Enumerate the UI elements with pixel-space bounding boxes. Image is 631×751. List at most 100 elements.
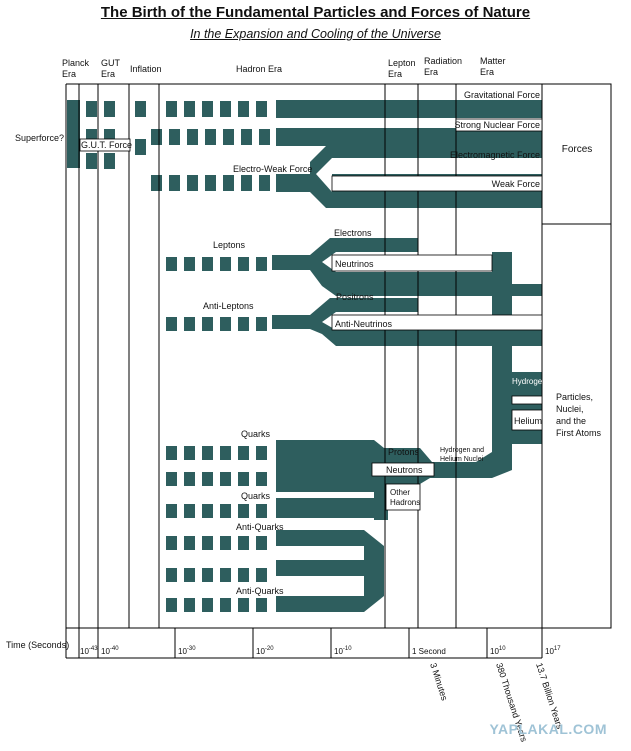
gravity-dash-seg-2 bbox=[104, 101, 115, 117]
gut-branch-seg bbox=[135, 139, 146, 155]
time-tick-1: 10-43 bbox=[80, 646, 98, 656]
electroweak-force-label: Electro-Weak Force bbox=[233, 164, 312, 174]
quark-row-4-dash-seg-3 bbox=[202, 536, 213, 550]
leptons-dash-seg-5 bbox=[238, 257, 249, 271]
superforce-bar bbox=[67, 100, 80, 168]
electroweak-dash-seg-7 bbox=[259, 175, 270, 191]
quark-row-3-dash-seg-5 bbox=[238, 504, 249, 518]
gravitational-force-band bbox=[276, 100, 542, 118]
diagram-subtitle: In the Expansion and Cooling of the Univ… bbox=[190, 27, 441, 41]
strong-force-label: Strong Nuclear Force bbox=[454, 120, 540, 130]
antiquark-stem bbox=[364, 546, 384, 596]
quark-row-2-dash-seg-4 bbox=[220, 472, 231, 486]
antiquark-mid bbox=[276, 560, 366, 576]
nuclei-label-line-1: Hydrogen and bbox=[440, 447, 484, 454]
weak-gap-box bbox=[331, 175, 543, 192]
era-matter-line-1: Matter bbox=[480, 56, 506, 66]
strong-dash-seg-7 bbox=[259, 129, 270, 145]
em-branch bbox=[276, 146, 542, 174]
electroweak-dash-seg-5 bbox=[223, 175, 234, 191]
quark-row-4-dash-seg-1 bbox=[166, 536, 177, 550]
era-radiation-line-1: Radiation bbox=[424, 56, 462, 66]
electroweak-dash-seg-6 bbox=[241, 175, 252, 191]
electroweak-dash-seg-2 bbox=[169, 175, 180, 191]
era-gut-line-1: GUT bbox=[101, 58, 121, 68]
era-hadron: Hadron Era bbox=[236, 64, 282, 74]
nuclei-label-line-2: Helium Nuclei bbox=[440, 456, 484, 463]
hydrogen-label: Hydrogen bbox=[512, 377, 547, 386]
quark-row-2-dash-seg-2 bbox=[184, 472, 195, 486]
forces-label: Forces bbox=[562, 144, 593, 155]
neutrons-box bbox=[371, 462, 435, 477]
neutrinos-label: Neutrinos bbox=[335, 259, 374, 269]
leptons-label: Leptons bbox=[213, 240, 246, 250]
quark-row-6-dash-seg-1 bbox=[166, 598, 177, 612]
rotated-time-label-1: 3 Minutes bbox=[428, 662, 450, 703]
quark-row-5-dash-seg-2 bbox=[184, 568, 195, 582]
strong-dash-seg-6 bbox=[241, 129, 252, 145]
quark-row-5-dash-seg-3 bbox=[202, 568, 213, 582]
time-axis-label: Time (Seconds) bbox=[6, 640, 69, 650]
quark-row-4-dash-seg-2 bbox=[184, 536, 195, 550]
gravitational-force-label: Gravitational Force bbox=[464, 90, 540, 100]
era-inflation: Inflation bbox=[130, 64, 162, 74]
quark-row-1-dash-seg-5 bbox=[238, 446, 249, 460]
time-tick-2: 10-40 bbox=[101, 646, 119, 656]
positrons-label: Positrons bbox=[336, 292, 374, 302]
quark-row-5-dash-seg-6 bbox=[256, 568, 267, 582]
era-lepton-line-2: Era bbox=[388, 69, 402, 79]
quark-row-3-dash-seg-4 bbox=[220, 504, 231, 518]
particles-label-line-2: Nuclei, bbox=[556, 404, 584, 414]
quark-row-1-dash-seg-4 bbox=[220, 446, 231, 460]
quark-row-4-dash-seg-4 bbox=[220, 536, 231, 550]
quark-row-5-dash-seg-1 bbox=[166, 568, 177, 582]
quark-row-6-dash-seg-5 bbox=[238, 598, 249, 612]
strong-label-box bbox=[455, 118, 543, 132]
gravity-dash-b-seg-1 bbox=[135, 101, 146, 117]
time-tick-6: 1 Second bbox=[412, 647, 446, 656]
protons-label: Protons bbox=[388, 447, 420, 457]
nuclei-join bbox=[476, 452, 512, 478]
quark-row-3-dash-seg-6 bbox=[256, 504, 267, 518]
quark-row-5-dash-seg-5 bbox=[238, 568, 249, 582]
antiquark-merge bbox=[276, 530, 384, 612]
gravity-dash-c-seg-1 bbox=[166, 101, 177, 117]
era-planck-line-2: Era bbox=[62, 69, 76, 79]
gut-dash-seg-1 bbox=[86, 129, 97, 145]
gut-lower-dash-seg-2 bbox=[104, 153, 115, 169]
electron-capture-band bbox=[492, 252, 512, 462]
anti-leptons-label: Anti-Leptons bbox=[203, 301, 254, 311]
era-planck-line-1: Planck bbox=[62, 58, 90, 68]
era-frame bbox=[65, 83, 612, 659]
electroweak-dash-seg-3 bbox=[187, 175, 198, 191]
leptons-dash-seg-1 bbox=[166, 257, 177, 271]
particles-label-line-3: and the bbox=[556, 416, 586, 426]
time-tick-5: 10-10 bbox=[334, 646, 352, 656]
anti-quarks-label-1: Anti-Quarks bbox=[236, 522, 284, 532]
quark-row-3-dash-seg-2 bbox=[184, 504, 195, 518]
electroweak-band bbox=[276, 174, 316, 192]
strong-dash-seg-5 bbox=[223, 129, 234, 145]
gut-lower-dash-seg-1 bbox=[86, 153, 97, 169]
electromagnetic-force-label: Electromagnetic Force bbox=[450, 150, 540, 160]
leptons-band bbox=[272, 238, 542, 296]
quark-row-6-dash-seg-4 bbox=[220, 598, 231, 612]
quark-row-3-dash-seg-3 bbox=[202, 504, 213, 518]
leptons-dash-seg-2 bbox=[184, 257, 195, 271]
gut-dash-seg-2 bbox=[104, 129, 115, 145]
quarks-label-2: Quarks bbox=[241, 491, 271, 501]
hydrogen-gap bbox=[511, 395, 543, 405]
gravity-dash-c-seg-2 bbox=[184, 101, 195, 117]
quark-row-5-dash-seg-4 bbox=[220, 568, 231, 582]
gravity-dash-c-seg-4 bbox=[220, 101, 231, 117]
quark-merge-bottom bbox=[276, 498, 386, 518]
quark-row-6-dash-seg-2 bbox=[184, 598, 195, 612]
strong-dash-seg-2 bbox=[169, 129, 180, 145]
superforce-label: Superforce? bbox=[15, 133, 64, 143]
leptons-dash-seg-3 bbox=[202, 257, 213, 271]
particles-label-line-1: Particles, bbox=[556, 392, 593, 402]
hydrogen-band bbox=[512, 372, 542, 396]
anti-leptons-dash-seg-2 bbox=[184, 317, 195, 331]
other-hadrons-label-line-1: Other bbox=[390, 488, 410, 497]
